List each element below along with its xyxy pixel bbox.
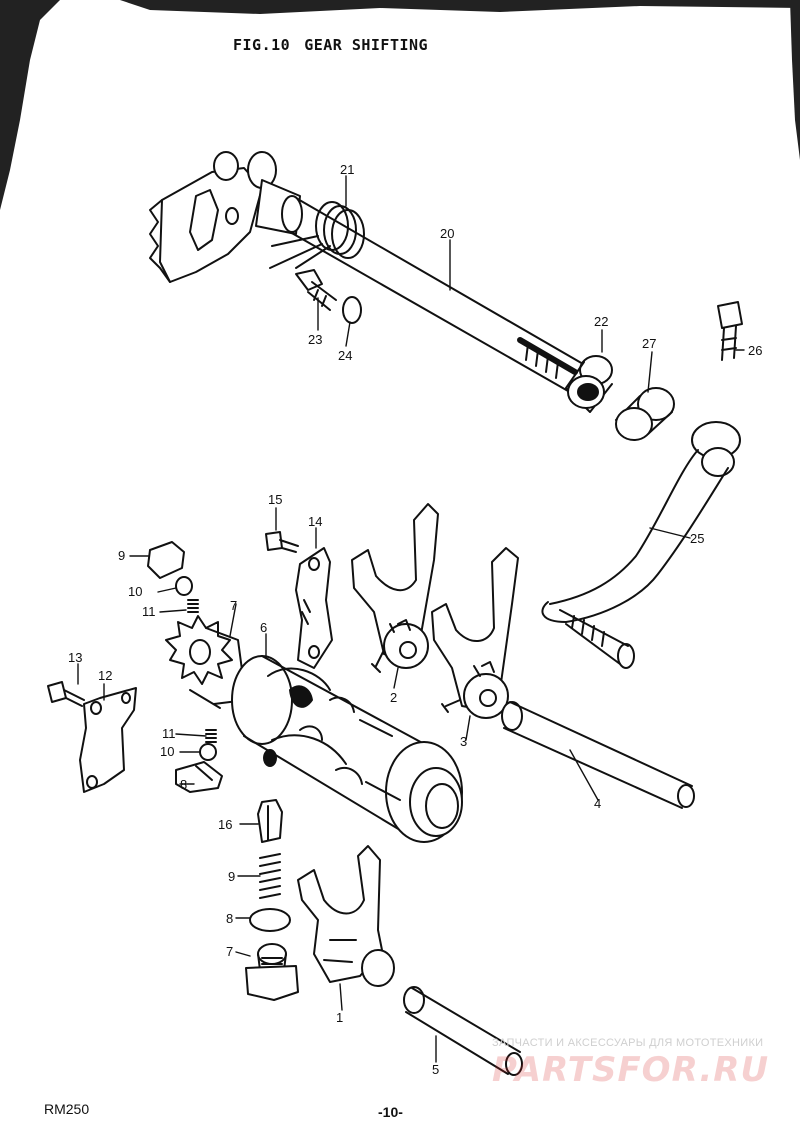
callout-23: 23 <box>308 332 322 347</box>
part-6-gearshift-cam <box>231 655 463 843</box>
callout-22: 22 <box>594 314 608 329</box>
part-7-plug <box>245 943 299 1001</box>
figure-title: FIG.10 GEAR SHIFTING <box>233 36 428 54</box>
callout-9-upper: 9 <box>118 548 125 563</box>
callout-1: 1 <box>336 1010 343 1025</box>
page-number: -10- <box>378 1104 403 1120</box>
callout-26: 26 <box>748 343 762 358</box>
callout-12: 12 <box>98 668 112 683</box>
part-4-fork-shaft <box>501 701 695 809</box>
part-12-guide-plate <box>79 687 137 793</box>
part-24-washer <box>342 296 362 324</box>
callout-5: 5 <box>432 1062 439 1077</box>
part-10-pin-upper <box>175 576 193 596</box>
callout-10-lower: 10 <box>160 744 174 759</box>
callout-labels: 21 20 23 24 22 27 26 25 15 14 9 10 11 7 … <box>68 162 762 1077</box>
callout-21: 21 <box>340 162 354 177</box>
part-1-shift-fork <box>297 845 395 987</box>
part-11-spring-upper <box>187 599 199 613</box>
callout-10-upper: 10 <box>128 584 142 599</box>
part-27-bushing <box>615 387 675 441</box>
callout-7-cam: 7 <box>230 598 237 613</box>
callout-4: 4 <box>594 796 601 811</box>
callout-14: 14 <box>308 514 322 529</box>
part-25-gearshift-lever <box>541 421 741 669</box>
callout-3: 3 <box>460 734 467 749</box>
part-11-spring-lower <box>205 729 217 743</box>
callout-15: 15 <box>268 492 282 507</box>
part-10-pin-lower <box>199 743 217 761</box>
part-13-screw <box>47 681 85 707</box>
part-2-shift-fork <box>351 503 439 673</box>
callout-25: 25 <box>690 531 704 546</box>
model-label: RM250 <box>44 1101 90 1117</box>
callout-16: 16 <box>218 817 232 832</box>
callout-9-lower: 9 <box>228 869 235 884</box>
callout-2: 2 <box>390 690 397 705</box>
callout-24: 24 <box>338 348 352 363</box>
part-5-fork-shaft <box>403 986 523 1076</box>
watermark-tagline: ЗАПЧАСТИ И АКСЕССУАРЫ ДЛЯ МОТОТЕХНИКИ <box>492 1037 764 1049</box>
callout-6: 6 <box>260 620 267 635</box>
callout-11-upper: 11 <box>142 604 156 619</box>
callout-27: 27 <box>642 336 656 351</box>
part-9-spring-lower <box>259 853 281 899</box>
part-8-gasket <box>249 908 291 932</box>
watermark-brand: PARTSFOR.RU <box>492 1050 770 1090</box>
part-26-clamp-bolt <box>717 301 743 361</box>
figure-number: FIG.10 <box>233 36 291 54</box>
scan-edge-noise <box>0 0 800 210</box>
figure-name: GEAR SHIFTING <box>304 36 429 54</box>
part-23-bolt <box>295 269 337 311</box>
callout-13: 13 <box>68 650 82 665</box>
callout-11-lower: 11 <box>162 726 176 741</box>
part-21-return-spring <box>269 201 365 269</box>
callout-20: 20 <box>440 226 454 241</box>
callout-7-plug: 7 <box>226 944 233 959</box>
part-20-gearshift-shaft <box>149 151 591 396</box>
callout-leader-lines <box>77 175 745 1063</box>
part-22-oil-seal <box>565 355 613 413</box>
part-3-shift-fork <box>431 547 519 719</box>
part-14-stopper-plate <box>295 547 333 669</box>
part-9-stopper-upper <box>147 541 185 579</box>
part-15-screw <box>265 531 299 553</box>
part-16-neutral-pin <box>257 799 283 843</box>
callout-8-gasket: 8 <box>226 911 233 926</box>
callout-8-lower: 8 <box>180 777 187 792</box>
